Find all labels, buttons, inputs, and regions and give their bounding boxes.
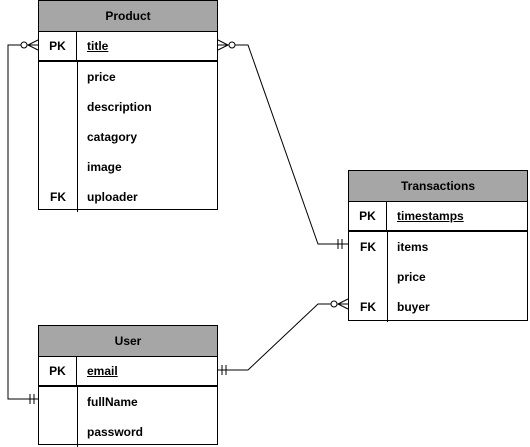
product-attr-row: description bbox=[39, 92, 217, 122]
product-attr-row: FK uploader bbox=[39, 182, 217, 212]
transactions-attr-key bbox=[349, 262, 387, 292]
user-attr-name: fullName bbox=[87, 395, 138, 409]
buyer-zero-marker bbox=[330, 300, 338, 308]
transactions-attr-row: FK items bbox=[349, 232, 527, 262]
user-pk-name: email bbox=[87, 364, 118, 378]
product-pk-row: PK title bbox=[39, 32, 217, 62]
user-entity-title: User bbox=[39, 326, 217, 357]
buyer-crowsfoot bbox=[336, 298, 349, 310]
user-attributes: fullName password bbox=[39, 387, 217, 447]
product-entity[interactable]: Product PK title price description catag… bbox=[38, 0, 218, 212]
transactions-pk-key: PK bbox=[349, 202, 387, 230]
product-attr-key: FK bbox=[50, 190, 66, 204]
product-pk-name: title bbox=[87, 39, 109, 53]
product-attr-name: description bbox=[87, 100, 152, 114]
transactions-entity[interactable]: Transactions PK timestamps FK items price… bbox=[348, 170, 528, 322]
user-attr-row: password bbox=[39, 417, 217, 447]
transactions-attr-row: price bbox=[349, 262, 527, 292]
transactions-items-one-marker bbox=[337, 239, 343, 249]
product-left-zero-marker bbox=[20, 41, 28, 49]
transactions-attr-name: items bbox=[397, 240, 429, 254]
transactions-attr-name: buyer bbox=[397, 300, 430, 314]
user-fullname-one-marker bbox=[29, 394, 35, 404]
transactions-attr-key: FK bbox=[360, 240, 376, 254]
user-attr-row: fullName bbox=[39, 387, 217, 417]
user-attr-key bbox=[39, 387, 77, 417]
product-left-crowsfoot bbox=[26, 39, 39, 51]
product-entity-title: Product bbox=[39, 1, 217, 32]
transactions-pk-row: PK timestamps bbox=[349, 202, 527, 232]
transactions-entity-title: Transactions bbox=[349, 171, 527, 202]
transactions-pk-name: timestamps bbox=[397, 209, 464, 223]
product-attr-name: uploader bbox=[87, 190, 138, 204]
product-side-zero-marker bbox=[228, 41, 236, 49]
transactions-key-divider bbox=[387, 232, 388, 322]
product-attr-key bbox=[39, 92, 77, 122]
product-attr-key bbox=[39, 62, 77, 92]
user-email-one-marker bbox=[221, 365, 227, 375]
transactions-attr-row: FK buyer bbox=[349, 292, 527, 322]
user-pk-row: PK email bbox=[39, 357, 217, 387]
product-user-relationship bbox=[7, 44, 38, 400]
user-attr-key bbox=[39, 417, 77, 447]
product-pk-key: PK bbox=[39, 32, 77, 60]
product-side-crowsfoot bbox=[217, 39, 230, 51]
transactions-attr-key: FK bbox=[360, 300, 376, 314]
product-key-divider bbox=[77, 62, 78, 212]
product-attr-key bbox=[39, 152, 77, 182]
product-attr-name: catagory bbox=[87, 130, 138, 144]
product-attr-row: catagory bbox=[39, 122, 217, 152]
user-attr-name: password bbox=[87, 425, 144, 439]
product-attr-name: price bbox=[87, 70, 116, 84]
product-attributes: price description catagory image FK uploa… bbox=[39, 62, 217, 212]
user-transactions-relationship bbox=[218, 303, 348, 371]
transactions-attributes: FK items price FK buyer bbox=[349, 232, 527, 322]
product-attr-row: price bbox=[39, 62, 217, 92]
product-transactions-relationship bbox=[218, 44, 348, 245]
product-attr-key bbox=[39, 122, 77, 152]
product-attr-name: image bbox=[87, 160, 122, 174]
product-attr-row: image bbox=[39, 152, 217, 182]
user-key-divider bbox=[77, 387, 78, 447]
transactions-attr-name: price bbox=[397, 270, 426, 284]
user-entity[interactable]: User PK email fullName password bbox=[38, 325, 218, 447]
user-pk-key: PK bbox=[39, 357, 77, 385]
